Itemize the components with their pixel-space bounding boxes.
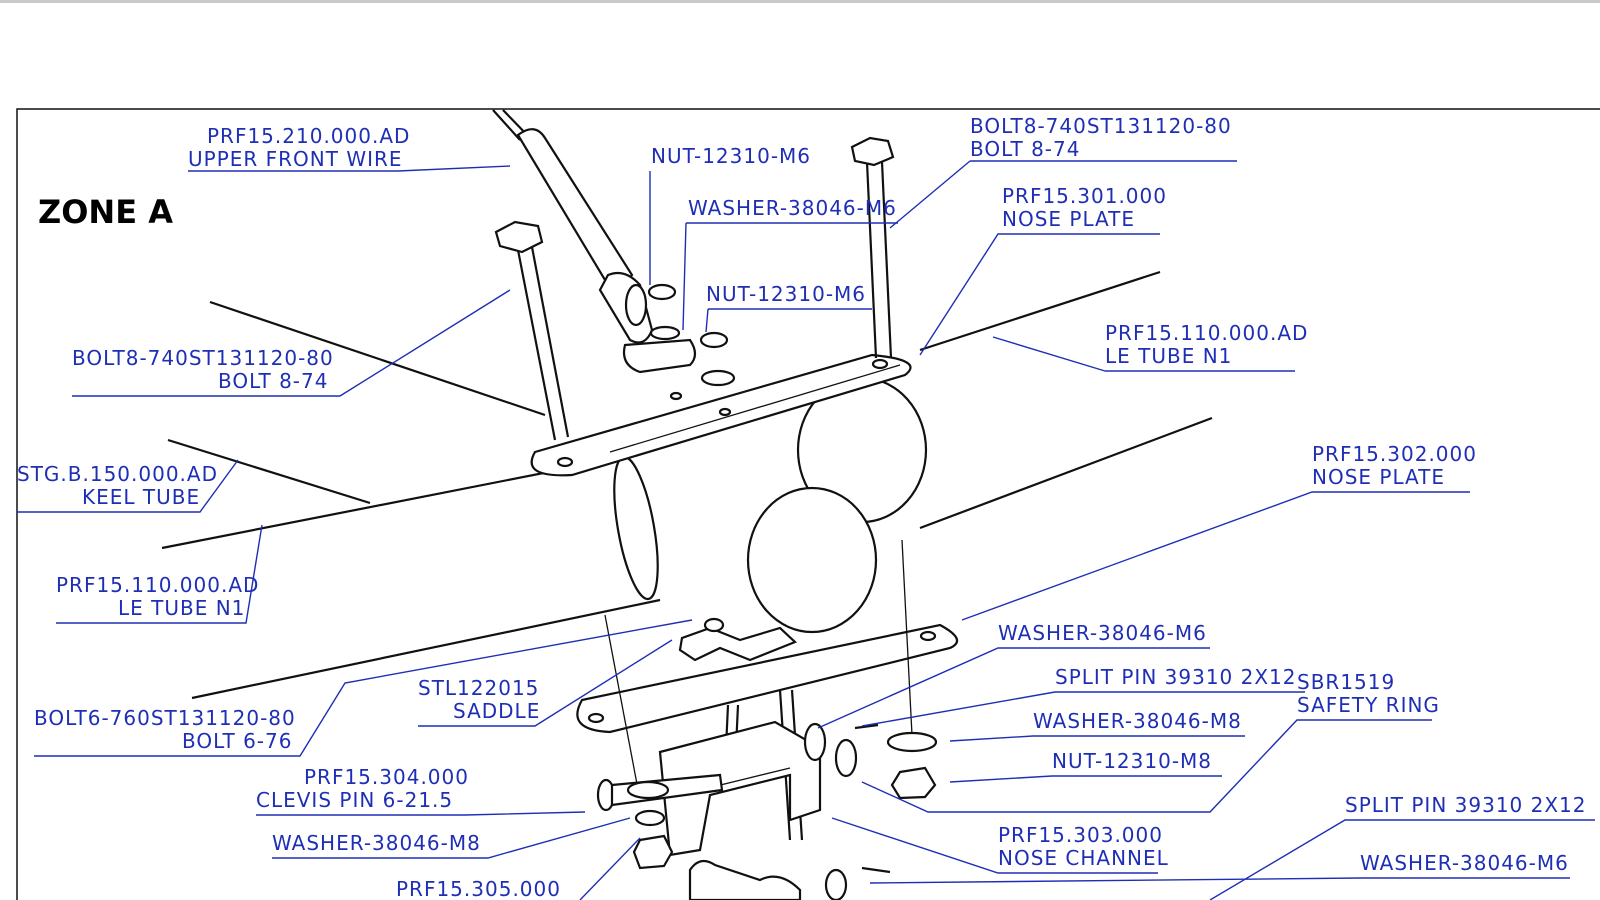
label-upper-front-wire-code: PRF15.210.000.AD: [207, 124, 410, 148]
label-saddle-name: SADDLE: [453, 699, 540, 723]
label-nut-mid: NUT-12310-M6: [706, 282, 866, 306]
zone-title: ZONE A: [38, 193, 173, 231]
label-washer-m8-right: WASHER-38046-M8: [1033, 709, 1242, 733]
label-washer-m6-right: WASHER-38046-M6: [998, 621, 1207, 645]
part-labels: PRF15.210.000.AD UPPER FRONT WIRE NUT-12…: [17, 114, 1587, 900]
label-bolt-6-76-name: BOLT 6-76: [182, 729, 292, 753]
label-washer-m8-left: WASHER-38046-M8: [272, 831, 481, 855]
drawing-frame: [16, 108, 1600, 900]
label-clevis-pin-code: PRF15.304.000: [304, 765, 469, 789]
label-safety-ring-name: SAFETY RING: [1297, 693, 1440, 717]
label-bolt-8-74-left-name: BOLT 8-74: [218, 369, 328, 393]
label-washer-top: WASHER-38046-M6: [688, 196, 897, 220]
label-split-pin-1: SPLIT PIN 39310 2X12: [1055, 665, 1297, 689]
label-nose-plate-302-code: PRF15.302.000: [1312, 442, 1477, 466]
label-le-tube-left-name: LE TUBE N1: [118, 596, 245, 620]
label-nose-channel-code: PRF15.303.000: [998, 823, 1163, 847]
label-bolt-6-76-code: BOLT6-760ST131120-80: [34, 706, 296, 730]
label-clevis-pin-name: CLEVIS PIN 6-21.5: [256, 788, 453, 812]
label-nose-plate-301-name: NOSE PLATE: [1002, 207, 1135, 231]
label-le-tube-right-code: PRF15.110.000.AD: [1105, 321, 1308, 345]
label-keel-tube-code: STG.B.150.000.AD: [17, 462, 218, 486]
label-bolt-8-74-top-name: BOLT 8-74: [970, 137, 1080, 161]
label-part-305: PRF15.305.000: [396, 877, 561, 900]
label-saddle-code: STL122015: [418, 676, 539, 700]
label-safety-ring-code: SBR1519: [1297, 670, 1395, 694]
window-top-border: [0, 0, 1600, 3]
label-upper-front-wire-name: UPPER FRONT WIRE: [188, 147, 403, 171]
label-nut-m8: NUT-12310-M8: [1052, 749, 1212, 773]
assembly-geometry: [161, 109, 1213, 900]
label-split-pin-2: SPLIT PIN 39310 2X12: [1345, 793, 1587, 817]
label-nose-channel-name: NOSE CHANNEL: [998, 846, 1169, 870]
leader-lines: [17, 160, 1595, 900]
label-washer-m6-bottom: WASHER-38046-M6: [1360, 851, 1569, 875]
label-nose-plate-302-name: NOSE PLATE: [1312, 465, 1445, 489]
label-le-tube-right-name: LE TUBE N1: [1105, 344, 1232, 368]
label-keel-tube-name: KEEL TUBE: [82, 485, 200, 509]
label-bolt-8-74-left-code: BOLT8-740ST131120-80: [72, 346, 334, 370]
label-nut-top: NUT-12310-M6: [651, 144, 811, 168]
label-le-tube-left-code: PRF15.110.000.AD: [56, 573, 259, 597]
label-nose-plate-301-code: PRF15.301.000: [1002, 184, 1167, 208]
label-bolt-8-74-top-code: BOLT8-740ST131120-80: [970, 114, 1232, 138]
